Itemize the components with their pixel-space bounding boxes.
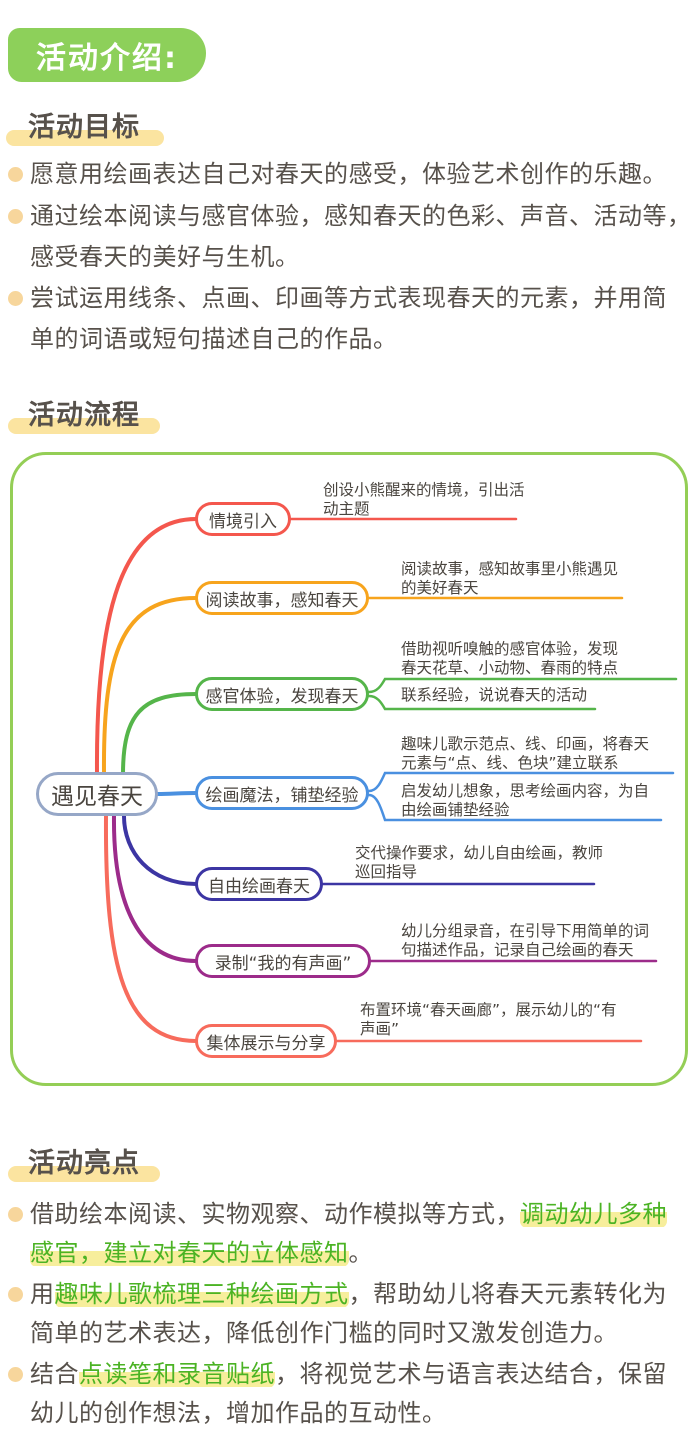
goal-bullet-line: 通过绘本阅读与感官体验，感知春天的色彩、声音、活动等， (30, 202, 692, 230)
mindmap-node: 录制“我的有声画” (195, 944, 371, 978)
bullet-dot-icon (8, 1287, 23, 1302)
mindmap-node: 感官体验，发现春天 (195, 677, 369, 711)
note-line: 创设小熊醒来的情境，引出活 (323, 481, 525, 499)
mindmap-node: 阅读故事，感知春天 (195, 581, 369, 615)
mindmap-note: 联系经验，说说春天的活动 (401, 686, 587, 705)
bullet-dot-icon (8, 167, 23, 182)
text-segment: ，帮助幼儿将春天元素转化为 (348, 1280, 667, 1308)
mindmap-note: 阅读故事，感知故事里小熊遇见 的美好春天 (401, 560, 618, 597)
note-line: 由绘画铺垫经验 (401, 800, 510, 819)
highlights-heading: 活动亮点 (28, 1148, 140, 1179)
mindmap-note: 创设小熊醒来的情境，引出活 动主题 (323, 481, 525, 518)
text-segment: 用 (30, 1280, 55, 1308)
note-line: 的美好春天 (401, 578, 479, 597)
text-segment: 简单的艺术表达，降低创作门槛的同时又激发创造力。 (30, 1319, 618, 1347)
note-line: 声画” (360, 1019, 400, 1038)
highlighted-text-segment: 感官，建立对春天的立体感知 (30, 1239, 349, 1267)
mindmap-node: 绘画魔法，铺垫经验 (195, 776, 369, 810)
text-segment: 借助绘本阅读、实物观察、动作模拟等方式， (30, 1200, 520, 1228)
mindmap-node: 集体展示与分享 (195, 1024, 337, 1058)
note-line: 阅读故事，感知故事里小熊遇见 (401, 560, 619, 578)
mindmap-node: 自由绘画春天 (195, 867, 323, 901)
flow-heading-highlight (8, 418, 160, 434)
goal-bullet-line: 尝试运用线条、点画、印画等方式表现春天的元素，并用简 (30, 284, 667, 312)
note-line: 联系经验，说说春天的活动 (401, 686, 588, 704)
note-line: 元素与“点、线、色块”建立联系 (401, 753, 619, 772)
note-line: 交代操作要求，幼儿自由绘画，教师 (355, 844, 604, 862)
goal-bullet-line: 愿意用绘画表达自己对春天的感受，体验艺术创作的乐趣。 (30, 160, 667, 188)
intro-badge: 活动介绍: (8, 28, 206, 82)
highlight-bullet-line: 感官，建立对春天的立体感知。 (30, 1239, 373, 1267)
bullet-dot-icon (8, 209, 23, 224)
highlights-heading-highlight (8, 1166, 160, 1182)
mindmap-note: 布置环境“春天画廊”，展示幼儿的“有 声画” (360, 1001, 617, 1038)
highlighted-text-segment: 趣味儿歌梳理三种绘画方式 (54, 1280, 349, 1308)
text-segment: 幼儿的创作想法，增加作品的互动性。 (30, 1399, 447, 1427)
mindmap-note: 启发幼儿想象，思考绘画内容，为自 由绘画铺垫经验 (401, 782, 649, 819)
mindmap-center-node: 遇见春天 (36, 772, 158, 816)
note-line: 动主题 (323, 499, 370, 518)
mindmap-note: 幼儿分组录音，在引导下用简单的词 句描述作品，记录自己绘画的春天 (401, 922, 649, 959)
note-line: 句描述作品，记录自己绘画的春天 (401, 940, 634, 959)
bullet-dot-icon (8, 291, 23, 306)
goals-heading-highlight (6, 130, 164, 146)
highlighted-text-segment: 调动幼儿多种 (520, 1200, 667, 1228)
flow-heading: 活动流程 (28, 400, 140, 431)
highlight-bullet-line: 简单的艺术表达，降低创作门槛的同时又激发创造力。 (30, 1319, 618, 1347)
goals-heading: 活动目标 (28, 112, 140, 143)
note-line: 春天花草、小动物、春雨的特点 (401, 658, 619, 677)
note-line: 幼儿分组录音，在引导下用简单的词 (401, 922, 650, 940)
note-line: 启发幼儿想象，思考绘画内容，为自 (401, 782, 650, 800)
bullet-dot-icon (8, 1367, 23, 1382)
highlight-bullet-line: 幼儿的创作想法，增加作品的互动性。 (30, 1399, 447, 1427)
goal-bullet-line: 感受春天的美好与生机。 (30, 243, 300, 271)
highlight-bullet-line: 结合点读笔和录音贴纸，将视觉艺术与语言表达结合，保留 (30, 1360, 667, 1388)
text-segment: 结合 (30, 1360, 79, 1388)
note-line: 巡回指导 (355, 862, 418, 881)
mindmap-note: 借助视听嗅触的感官体验，发现 春天花草、小动物、春雨的特点 (401, 640, 618, 677)
highlighted-text-segment: 点读笔和录音贴纸 (79, 1360, 275, 1388)
mindmap-note: 交代操作要求，幼儿自由绘画，教师 巡回指导 (355, 844, 603, 881)
bullet-dot-icon (8, 1207, 23, 1222)
highlight-bullet-line: 借助绘本阅读、实物观察、动作模拟等方式，调动幼儿多种 (30, 1200, 667, 1228)
note-line: 趣味儿歌示范点、线、印画，将春天 (401, 735, 650, 753)
note-line: 布置环境“春天画廊”，展示幼儿的“有 (360, 1001, 617, 1019)
mindmap-node: 情境引入 (195, 502, 291, 536)
note-line: 借助视听嗅触的感官体验，发现 (401, 640, 619, 658)
goal-bullet-line: 单的词语或短句描述自己的作品。 (30, 325, 398, 353)
highlight-bullet-line: 用趣味儿歌梳理三种绘画方式，帮助幼儿将春天元素转化为 (30, 1280, 667, 1308)
text-segment: ，将视觉艺术与语言表达结合，保留 (275, 1360, 667, 1388)
text-segment: 。 (348, 1239, 373, 1267)
mindmap-note: 趣味儿歌示范点、线、印画，将春天 元素与“点、线、色块”建立联系 (401, 735, 649, 772)
